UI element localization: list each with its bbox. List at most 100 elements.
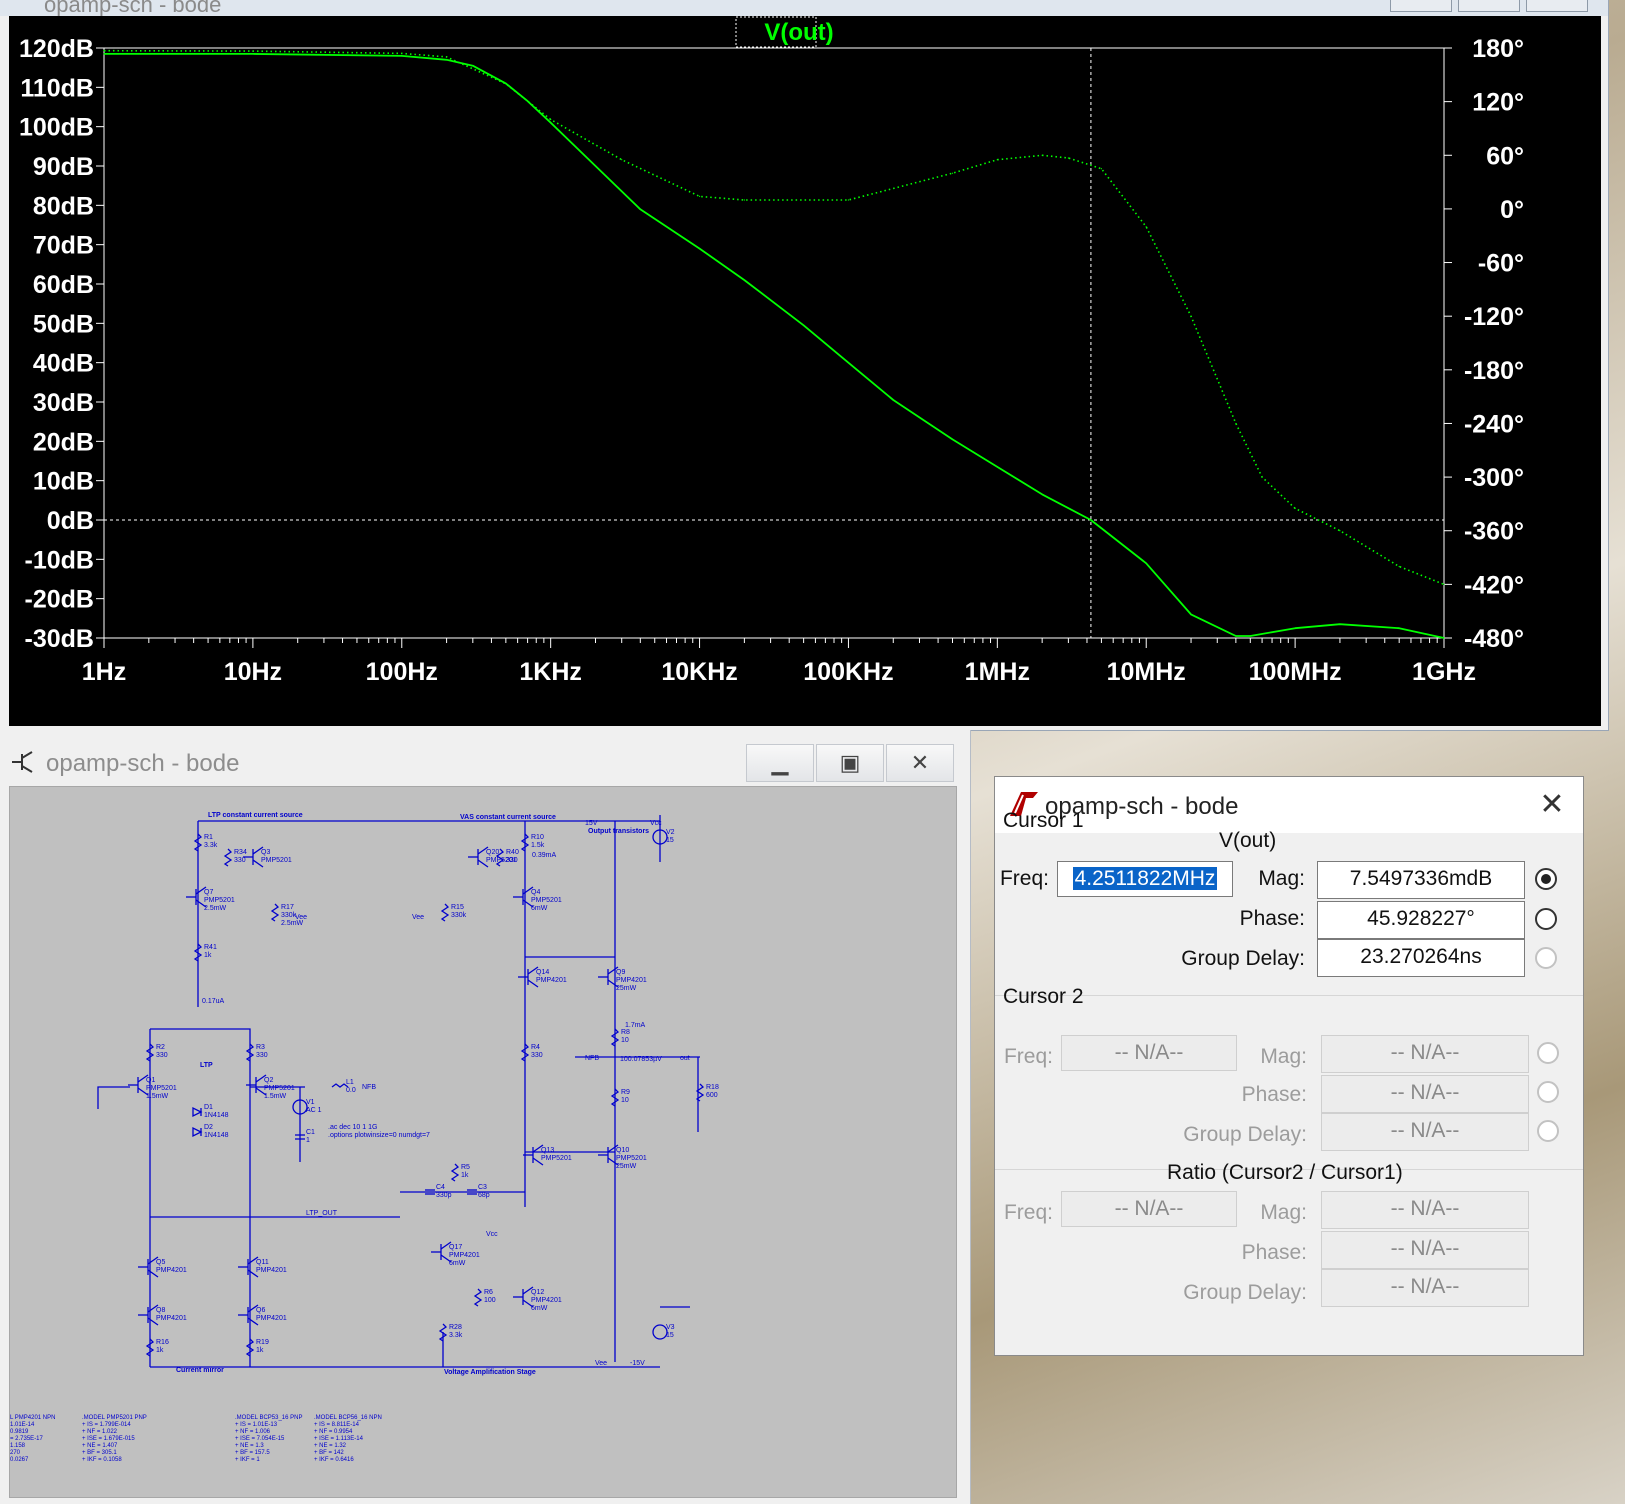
transistor-symbol[interactable]: [607, 966, 619, 975]
resistor-symbol[interactable]: [695, 1083, 705, 1102]
cursor1-group-delay-field[interactable]: 23.270264ns: [1317, 939, 1525, 977]
voltage-source-symbol[interactable]: [652, 1324, 668, 1340]
transistor-symbol[interactable]: [195, 899, 207, 908]
transistor-symbol[interactable]: [522, 886, 534, 895]
transistor-symbol[interactable]: [147, 1317, 159, 1326]
ratio-group-delay-field[interactable]: -- N/A--: [1321, 1269, 1529, 1307]
transistor-symbol[interactable]: [147, 1256, 159, 1265]
ratio-mag-field[interactable]: -- N/A--: [1321, 1191, 1529, 1229]
magnitude-point: [892, 399, 894, 401]
transistor-symbol[interactable]: [607, 1157, 619, 1166]
resistor-symbol[interactable]: [440, 903, 450, 922]
close-button[interactable]: [1526, 0, 1588, 12]
cursor1-mag-radio[interactable]: [1535, 868, 1557, 890]
transistor-symbol[interactable]: [195, 886, 207, 895]
ratio-phase-field[interactable]: -- N/A--: [1321, 1231, 1529, 1269]
ratio-freq-field[interactable]: -- N/A--: [1061, 1191, 1237, 1227]
cursor2-phase-radio[interactable]: [1537, 1081, 1559, 1103]
resistor-symbol[interactable]: [610, 1088, 620, 1107]
diode-symbol[interactable]: [192, 1126, 203, 1138]
transistor-symbol[interactable]: [522, 899, 534, 908]
transistor-symbol[interactable]: [440, 1254, 452, 1263]
cursor2-phase-field[interactable]: -- N/A--: [1321, 1075, 1529, 1113]
resistor-symbol[interactable]: [520, 833, 530, 852]
magnitude-point: [1041, 493, 1043, 495]
cursor1-phase-radio[interactable]: [1535, 908, 1557, 930]
cursor1-mag-field[interactable]: 7.5497336mdB: [1317, 861, 1525, 899]
resistor-symbol[interactable]: [450, 1163, 460, 1182]
transistor-symbol[interactable]: [607, 1144, 619, 1153]
schematic-maximize-button[interactable]: ▣: [816, 744, 884, 782]
schematic-label: .ac dec 10 1 1G: [328, 1124, 377, 1131]
dialog-close-button[interactable]: ✕: [1535, 789, 1569, 823]
component-ref: V2: [666, 829, 675, 836]
component-value: PMP5201: [261, 857, 292, 864]
resistor-symbol[interactable]: [145, 1043, 155, 1062]
cursor2-mag-radio[interactable]: [1537, 1042, 1559, 1064]
schematic-titlebar: opamp-sch - bode ▁ ▣ ✕: [0, 730, 970, 788]
transistor-symbol[interactable]: [532, 1144, 544, 1153]
component-value: 1N4148: [204, 1112, 229, 1119]
cursor2-group-delay-field[interactable]: -- N/A--: [1321, 1113, 1529, 1151]
resistor-symbol[interactable]: [438, 1323, 448, 1342]
transistor-symbol[interactable]: [252, 859, 264, 868]
cursor1-freq-field[interactable]: 4.2511822MHz: [1057, 861, 1233, 897]
transistor-symbol[interactable]: [247, 1269, 259, 1278]
inductor-symbol[interactable]: [331, 1083, 349, 1088]
resistor-symbol[interactable]: [473, 1288, 483, 1307]
minimize-button[interactable]: [1390, 0, 1452, 12]
transistor-symbol[interactable]: [607, 979, 619, 988]
resistor-symbol[interactable]: [520, 1043, 530, 1062]
phase-point: [743, 199, 746, 201]
diode-symbol[interactable]: [192, 1106, 203, 1118]
transistor-symbol[interactable]: [137, 1087, 149, 1096]
resistor-symbol[interactable]: [610, 1028, 620, 1047]
resistor-symbol[interactable]: [245, 1338, 255, 1357]
transistor-symbol[interactable]: [440, 1241, 452, 1250]
magnitude-point: [951, 438, 954, 440]
schematic-minimize-button[interactable]: ▁: [746, 744, 814, 782]
transistor-symbol[interactable]: [532, 1157, 544, 1166]
transistor-symbol[interactable]: [477, 846, 489, 855]
transistor-symbol[interactable]: [522, 1286, 534, 1295]
resistor-symbol[interactable]: [245, 1043, 255, 1062]
resistor-symbol[interactable]: [145, 1338, 155, 1357]
resistor-symbol[interactable]: [193, 833, 203, 852]
transistor-symbol[interactable]: [247, 1256, 259, 1265]
transistor-symbol[interactable]: [247, 1304, 259, 1313]
maximize-button[interactable]: [1458, 0, 1520, 12]
schematic-close-button[interactable]: ✕: [886, 744, 954, 782]
resistor-symbol[interactable]: [270, 903, 280, 922]
phase-trace[interactable]: [103, 49, 1445, 586]
cursor2-group-delay-radio[interactable]: [1537, 1120, 1559, 1142]
transistor-symbol[interactable]: [247, 1317, 259, 1326]
resistor-symbol[interactable]: [223, 848, 233, 867]
cursor1-freq-label: Freq:: [999, 867, 1049, 890]
transistor-symbol[interactable]: [137, 1074, 149, 1083]
cursor1-group-delay-radio[interactable]: [1535, 947, 1557, 969]
cursor2-mag-field[interactable]: -- N/A--: [1321, 1035, 1529, 1073]
transistor-symbol[interactable]: [527, 966, 539, 975]
cursor1-phase-field[interactable]: 45.928227°: [1317, 901, 1525, 939]
resistor-symbol[interactable]: [495, 848, 505, 867]
transistor-symbol[interactable]: [522, 1299, 534, 1308]
transistor-symbol[interactable]: [477, 859, 489, 868]
transistor-symbol[interactable]: [252, 846, 264, 855]
transistor-symbol[interactable]: [147, 1269, 159, 1278]
schematic-label: Vcc: [650, 820, 662, 827]
resistor-symbol[interactable]: [193, 943, 203, 962]
voltage-source-symbol[interactable]: [292, 1099, 308, 1115]
magnitude-trace[interactable]: [104, 53, 1445, 639]
transistor-symbol[interactable]: [527, 979, 539, 988]
transistor-symbol[interactable]: [147, 1304, 159, 1313]
spice-model-line: .MODEL BCP56_16 NPN: [314, 1415, 382, 1421]
trace-label[interactable]: V(out): [764, 19, 833, 46]
bode-plot-svg[interactable]: 120dB110dB100dB90dB80dB70dB60dB50dB40dB3…: [9, 16, 1601, 726]
transistor-symbol[interactable]: [255, 1074, 267, 1083]
transistor-symbol[interactable]: [255, 1087, 267, 1096]
voltage-source-symbol[interactable]: [652, 829, 668, 845]
cursor2-freq-field[interactable]: -- N/A--: [1061, 1035, 1237, 1071]
